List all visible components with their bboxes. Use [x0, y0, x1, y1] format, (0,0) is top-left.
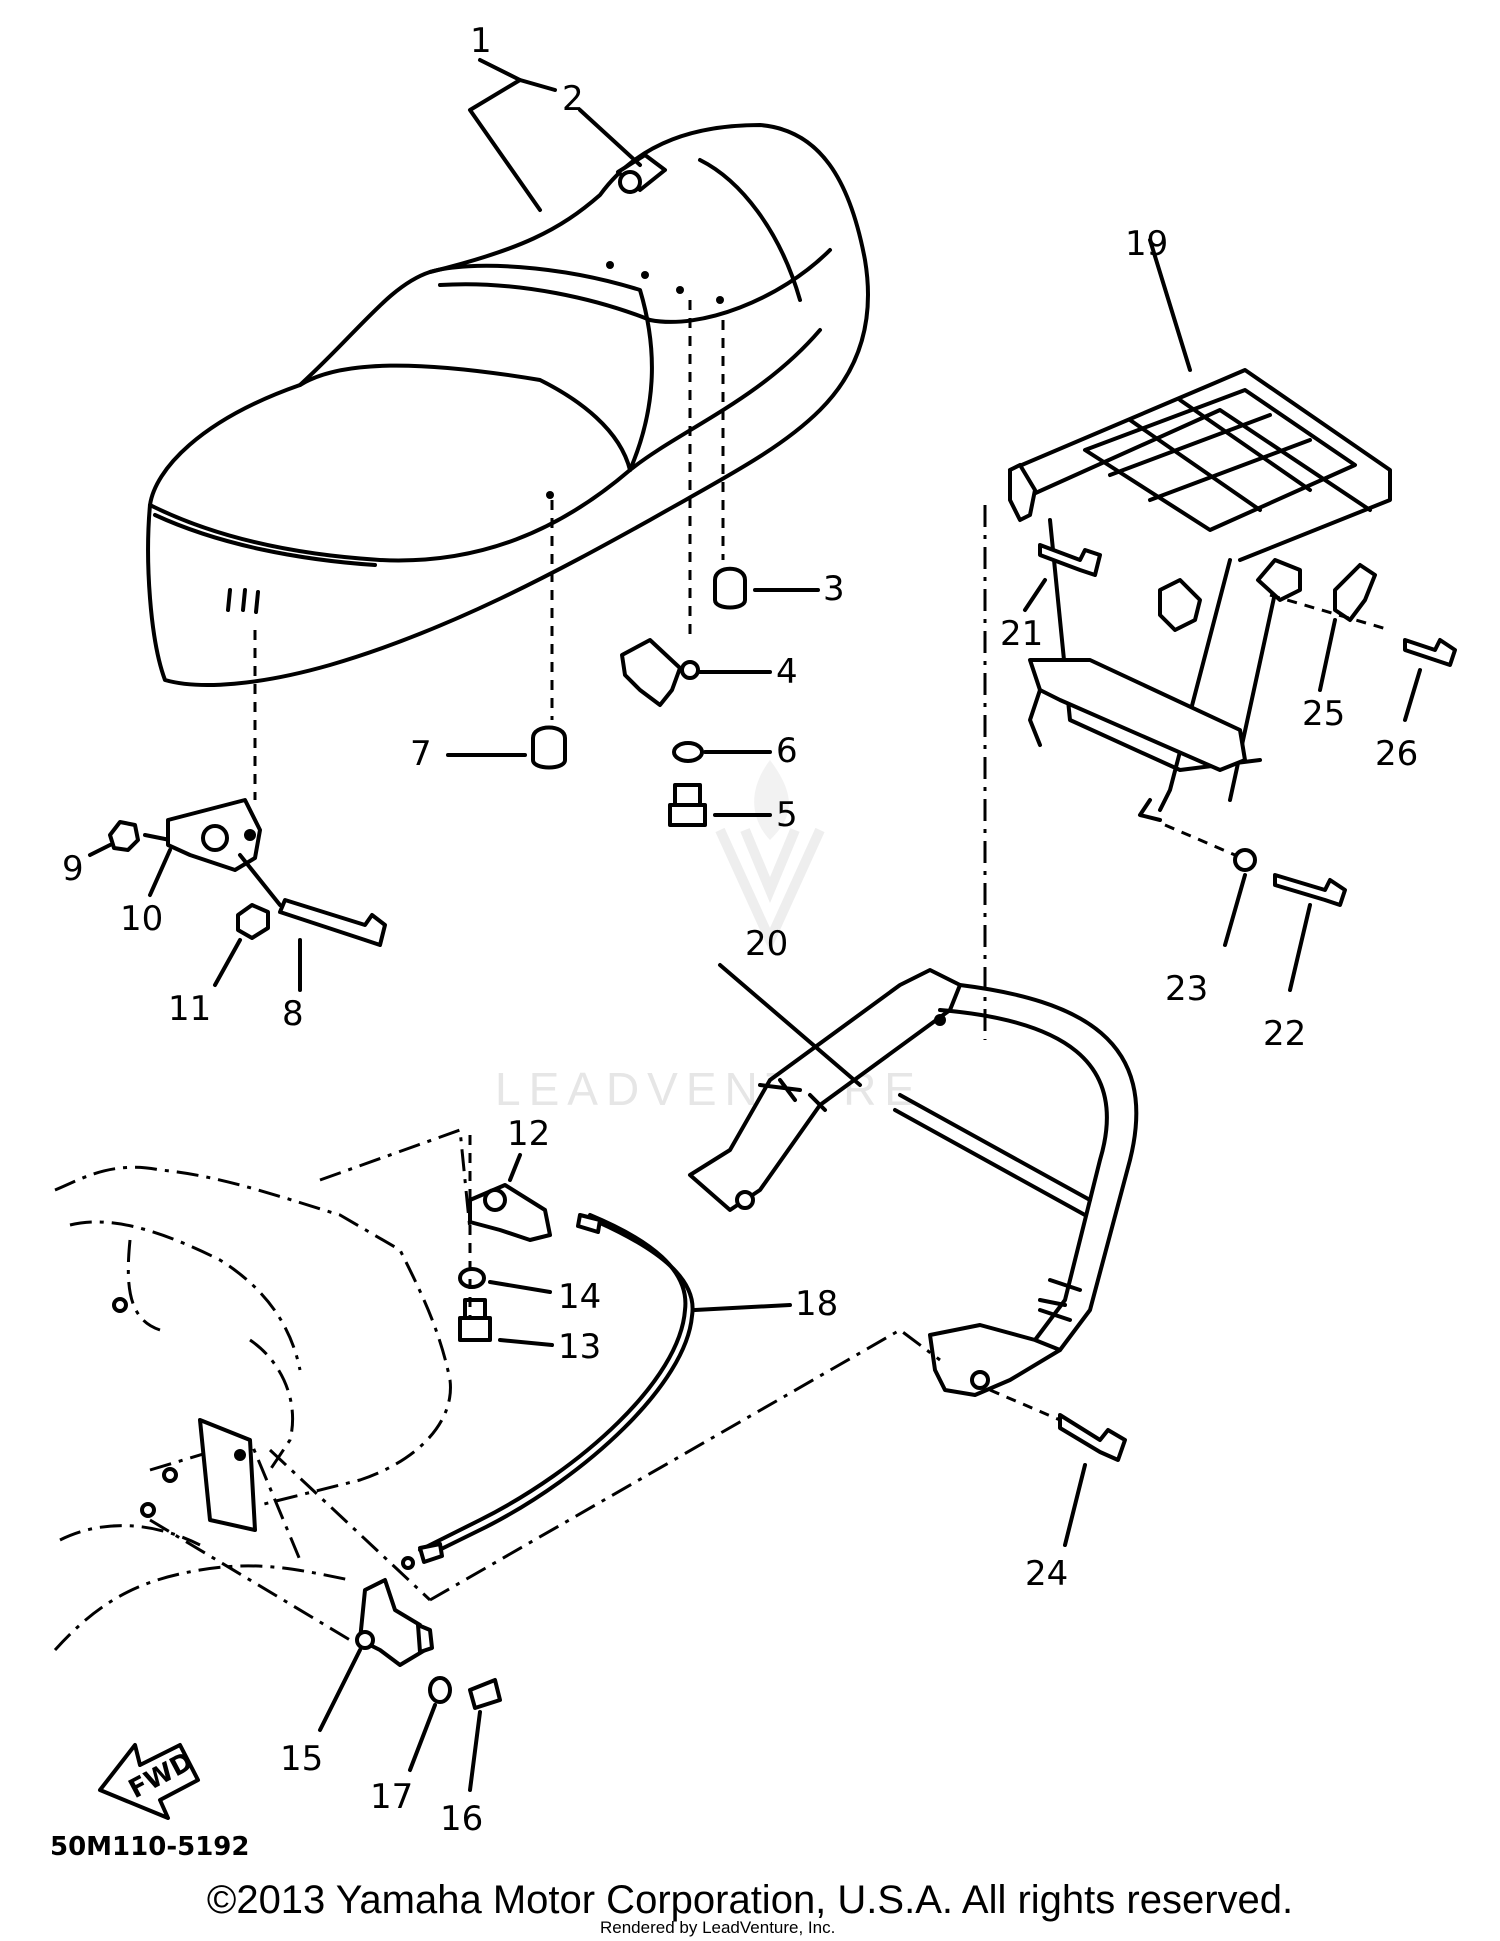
callout-25: 25 [1302, 694, 1345, 734]
callout-labels: 1 2 3 4 5 6 7 8 9 10 11 12 13 14 15 16 1… [62, 21, 1418, 1839]
callout-21: 21 [1000, 614, 1043, 654]
callout-20: 20 [745, 924, 788, 964]
seat-drawing [146, 123, 870, 687]
callout-6: 6 [776, 731, 798, 771]
callout-12: 12 [507, 1114, 550, 1154]
frame-drawing [53, 1127, 941, 1652]
callout-7: 7 [410, 734, 432, 774]
callout-13: 13 [558, 1327, 601, 1367]
callout-24: 24 [1025, 1554, 1068, 1594]
grab-bar-drawing [688, 968, 1139, 1397]
rear-rack-drawing [1008, 368, 1392, 822]
callout-11: 11 [168, 989, 211, 1029]
callout-17: 17 [370, 1777, 413, 1817]
rendered-by-note: Rendered by LeadVenture, Inc. [600, 1918, 836, 1937]
callout-18: 18 [795, 1284, 838, 1324]
callout-5: 5 [776, 795, 798, 835]
forward-arrow-icon: FWD [98, 1743, 200, 1820]
callout-19: 19 [1125, 224, 1168, 264]
callout-9: 9 [62, 849, 84, 889]
copyright-notice: ©2013 Yamaha Motor Corporation, U.S.A. A… [206, 1878, 1294, 1922]
callout-22: 22 [1263, 1014, 1306, 1054]
callout-16: 16 [440, 1799, 483, 1839]
callout-2: 2 [562, 79, 584, 119]
callout-10: 10 [120, 899, 163, 939]
callout-8: 8 [282, 994, 304, 1034]
callout-3: 3 [823, 569, 845, 609]
callout-15: 15 [280, 1739, 323, 1779]
watermark-logo [715, 760, 825, 953]
callout-14: 14 [558, 1277, 601, 1317]
callout-23: 23 [1165, 969, 1208, 1009]
drawing-code: 50M110-5192 [50, 1832, 249, 1862]
callout-26: 26 [1375, 734, 1418, 774]
callout-1: 1 [470, 21, 492, 61]
callout-4: 4 [776, 652, 798, 692]
